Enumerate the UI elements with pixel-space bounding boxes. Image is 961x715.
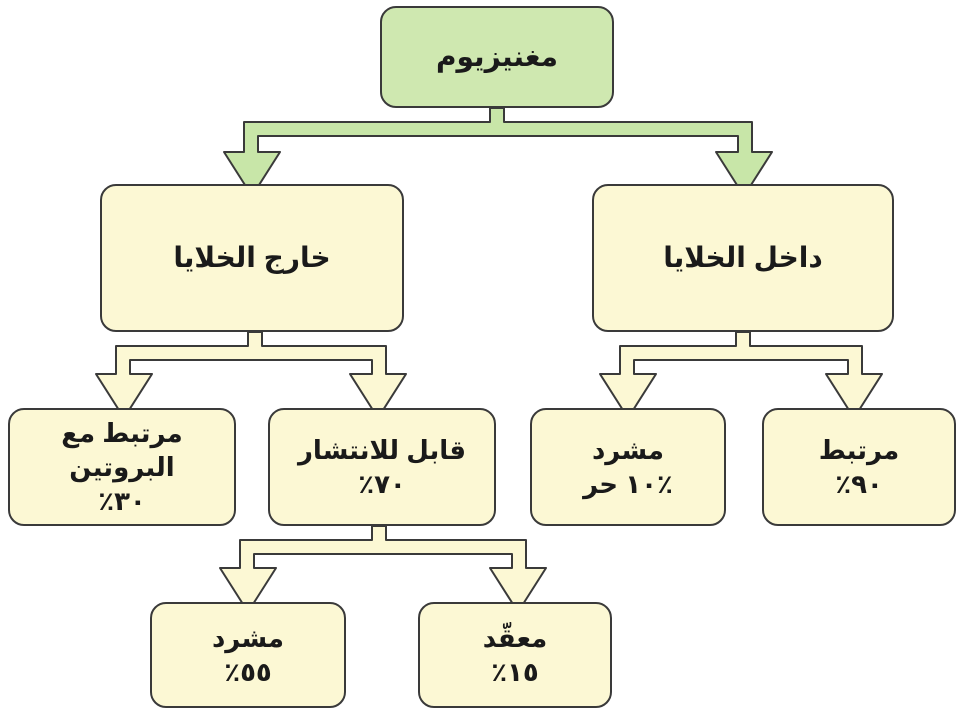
root-branch-arrows: [223, 107, 773, 197]
node-diff-chelated-label: مشرد: [211, 623, 285, 653]
node-intracellular: داخل الخلايا: [592, 184, 894, 332]
extracellular-branch-arrows: [95, 331, 407, 419]
node-magnesium: مغنيزيوم: [380, 6, 614, 108]
node-diffusible-label: قابل للانتشار: [297, 435, 467, 465]
node-protein-bound-value: ٪٣٠: [98, 486, 146, 516]
node-protein-bound-label: مرتبط مع البروتين: [61, 418, 183, 482]
node-intra-chelated-label: مشرد: [591, 435, 665, 465]
intracellular-branch-arrows: [599, 331, 883, 419]
node-magnesium-label: مغنيزيوم: [435, 41, 558, 72]
node-diff-chelated: مشرد ٪٥٥: [150, 602, 346, 708]
node-intra-chelated: مشرد ٪١٠ حر: [530, 408, 726, 526]
node-intra-chelated-value: ٪١٠ حر: [583, 469, 673, 499]
node-protein-bound: مرتبط مع البروتين ٪٣٠: [8, 408, 236, 526]
node-diff-chelated-value: ٪٥٥: [224, 657, 272, 687]
node-intra-bound: مرتبط ٪٩٠: [762, 408, 956, 526]
node-complexed: معقّد ٪١٥: [418, 602, 612, 708]
node-intra-bound-value: ٪٩٠: [835, 469, 883, 499]
node-intra-bound-label: مرتبط: [818, 435, 900, 465]
node-intracellular-label: داخل الخلايا: [663, 242, 823, 273]
node-diffusible: قابل للانتشار ٪٧٠: [268, 408, 496, 526]
node-extracellular: خارج الخلايا: [100, 184, 404, 332]
node-extracellular-label: خارج الخلايا: [173, 242, 331, 273]
node-complexed-value: ٪١٥: [491, 657, 539, 687]
diffusible-branch-arrows: [219, 525, 547, 613]
node-complexed-label: معقّد: [482, 623, 548, 653]
node-diffusible-value: ٪٧٠: [358, 469, 406, 499]
